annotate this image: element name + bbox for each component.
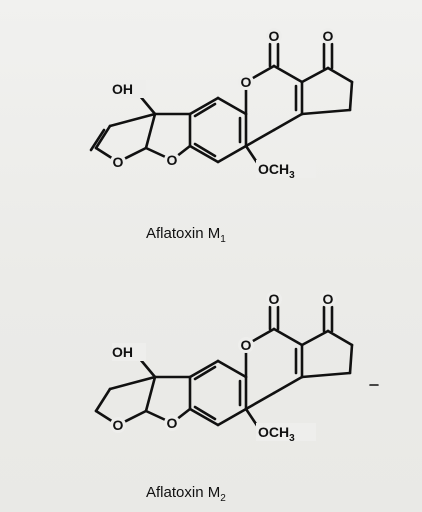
m1-methoxy-subscript: 3 [289, 170, 295, 181]
m2-methoxy-prefix: OCH [258, 424, 289, 440]
m2-furan-oxygen: O [167, 415, 178, 431]
m2-pyran-oxygen: O [241, 337, 252, 353]
aflatoxin-m1-atom-labels: O O O O O OH OCH3 [110, 28, 336, 181]
m1-lactone-carbonyl-oxygen: O [269, 28, 280, 44]
m1-hydroxyl-label: OH [112, 81, 133, 97]
aflatoxin-m1-caption: Aflatoxin M1 [146, 225, 226, 245]
m1-caption-subscript: 1 [220, 234, 226, 245]
m2-methoxy-label: OCH3 [258, 424, 295, 444]
m1-methoxy-label: OCH3 [258, 161, 295, 181]
aflatoxin-m2-structure: O O O O O OH OCH3 Aflatoxin M2 [94, 291, 354, 504]
m1-methoxy-prefix: OCH [258, 161, 289, 177]
m2-ketone-oxygen: O [323, 291, 334, 307]
m1-furan-oxygen: O [167, 152, 178, 168]
m2-lactone-carbonyl-oxygen: O [269, 291, 280, 307]
m1-ketone-oxygen: O [323, 28, 334, 44]
aflatoxin-m2-caption: Aflatoxin M2 [146, 484, 226, 504]
m2-tetrahydrofuran-oxygen: O [113, 417, 124, 433]
m1-caption-text: Aflatoxin M [146, 225, 220, 242]
aflatoxin-m2-atom-labels: O O O O O OH OCH3 [110, 291, 336, 444]
m2-caption-text: Aflatoxin M [146, 484, 220, 501]
aflatoxin-m2-bonds [94, 305, 354, 429]
m2-hydroxyl-label: OH [112, 344, 133, 360]
m2-caption-subscript: 2 [220, 493, 226, 504]
aflatoxin-m1-structure: O O O O O OH OCH3 Aflatoxin M1 [89, 28, 354, 245]
m2-methoxy-subscript: 3 [289, 433, 295, 444]
aflatoxin-m1-bonds [89, 42, 354, 166]
m1-pyran-oxygen: O [241, 74, 252, 90]
m1-dihydrofuran-oxygen: O [113, 154, 124, 170]
